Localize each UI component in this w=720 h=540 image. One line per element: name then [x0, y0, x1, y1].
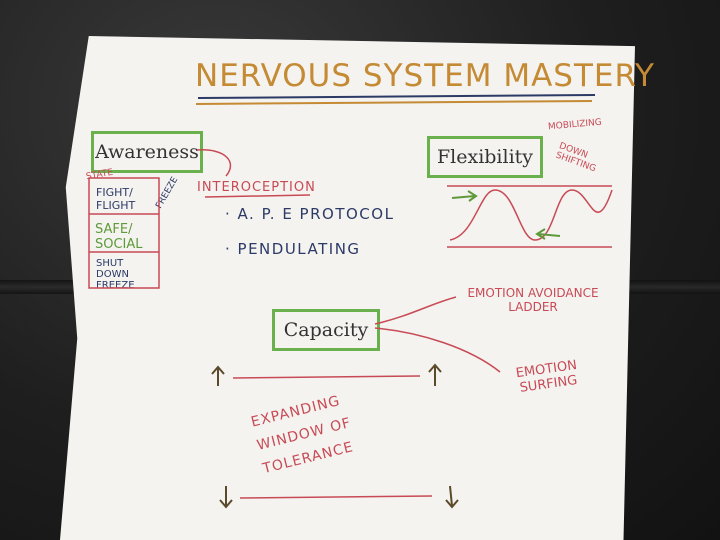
- title-underline-orange: [195, 100, 593, 105]
- up-arrow-right: [428, 363, 442, 386]
- window-top-line: [232, 375, 421, 379]
- awareness-box: Awareness: [91, 131, 203, 173]
- title-underline-blue: [197, 94, 596, 99]
- interoception-heading: INTEROCEPTION: [197, 180, 316, 195]
- down-arrow-right: [445, 485, 459, 509]
- interoception-item-ape: · A. P. E PROTOCOL: [225, 205, 395, 223]
- state-ladder-box: [88, 177, 160, 289]
- flexibility-label: Flexibility: [436, 146, 534, 168]
- awareness-arrow: [196, 149, 232, 177]
- interoception-item-pendulating: · PENDULATING: [225, 240, 361, 258]
- window-bottom-line: [239, 495, 433, 499]
- state-fight-flight: FIGHT/ FLIGHT: [96, 186, 136, 212]
- page-title: NERVOUS SYSTEM MASTERY: [195, 58, 655, 94]
- capacity-label: Capacity: [283, 319, 369, 341]
- flexibility-box: Flexibility: [427, 136, 543, 178]
- state-shutdown: SHUT DOWN FREEZE: [96, 258, 135, 291]
- wave-arrow-up: [451, 190, 478, 202]
- branch-line-2: [374, 327, 501, 373]
- capacity-box: Capacity: [272, 309, 380, 351]
- branch-emotion-avoidance: EMOTION AVOIDANCE LADDER: [467, 286, 599, 314]
- down-arrow-left: [219, 486, 233, 509]
- interoception-underline: [204, 194, 311, 198]
- wave-arrow-down: [535, 228, 561, 240]
- wave-path: [449, 189, 613, 241]
- state-safe-social: SAFE/ SOCIAL: [95, 222, 143, 252]
- branch-line-1: [374, 296, 457, 325]
- up-arrow-left: [211, 365, 225, 386]
- awareness-label: Awareness: [95, 141, 199, 163]
